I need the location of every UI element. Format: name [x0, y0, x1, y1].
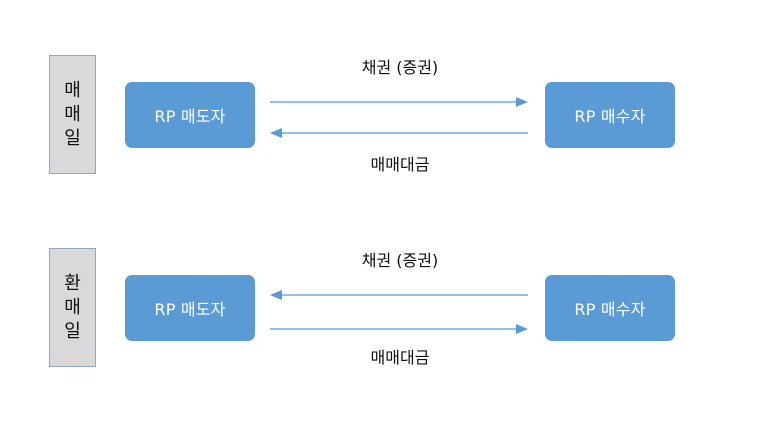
payment-arrowhead: [516, 324, 528, 334]
day-label-char: 환: [64, 272, 81, 294]
flow-arrows: [270, 97, 528, 138]
day-label-char: 매: [64, 79, 81, 101]
payment-flow-label: 매매대금: [370, 348, 430, 367]
payment-arrowhead: [270, 128, 282, 138]
repurchase-day-label: 환 매 일: [49, 248, 96, 367]
purchase-day-label: 매 매 일: [49, 55, 96, 174]
day-label-char: 일: [64, 127, 81, 149]
day-label-char: 일: [64, 320, 81, 342]
rp-seller-box: RP 매도자: [125, 82, 255, 148]
bond-arrowhead: [516, 97, 528, 107]
flow-arrows: [270, 290, 528, 334]
stage-purchase-day: 매 매 일 RP 매도자 RP 매수자 채권 (증권) 매매대금: [0, 55, 773, 175]
rp-seller-box: RP 매도자: [125, 275, 255, 341]
bond-arrowhead: [270, 290, 282, 300]
day-label-char: 매: [64, 296, 81, 318]
day-label-char: 매: [64, 103, 81, 125]
bond-flow-label: 채권 (증권): [361, 251, 439, 270]
rp-buyer-box: RP 매수자: [545, 82, 675, 148]
payment-flow-label: 매매대금: [370, 155, 430, 174]
stage-repurchase-day: 환 매 일 RP 매도자 RP 매수자 채권 (증권) 매매대금: [0, 248, 773, 368]
bond-flow-label: 채권 (증권): [361, 58, 439, 77]
rp-buyer-box: RP 매수자: [545, 275, 675, 341]
